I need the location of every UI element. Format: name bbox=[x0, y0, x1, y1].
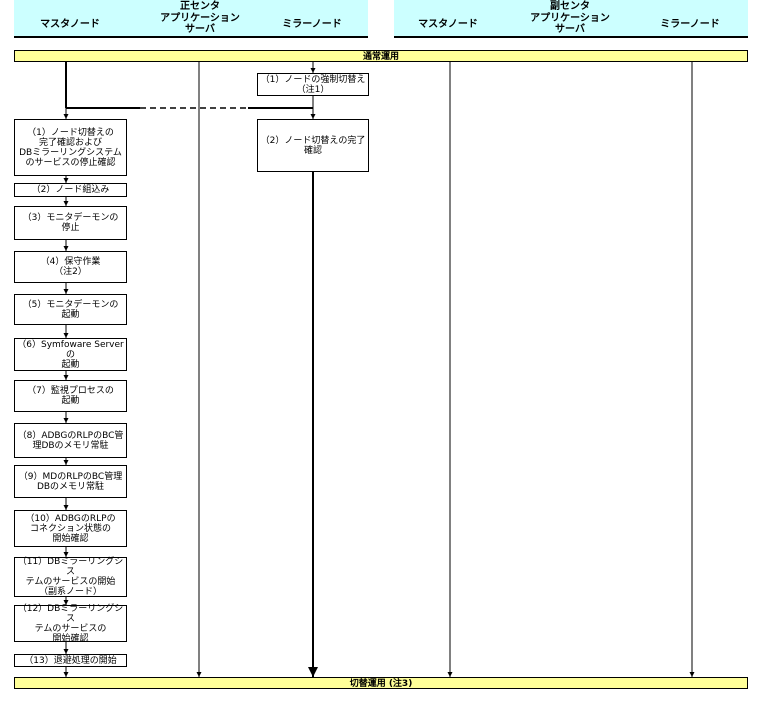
secondary-center-header-bg bbox=[394, 0, 748, 36]
secondary-master-node-label: マスタノード bbox=[418, 19, 478, 30]
mirror-step-2-box: （2）ノード切替えの完了 確認 bbox=[257, 119, 369, 172]
master-step-9-box: （9）MDのRLPのBC管理 DBのメモリ常駐 bbox=[14, 465, 127, 498]
secondary-center-title: 副センタ bbox=[550, 1, 590, 12]
primary-master-node-label: マスタノード bbox=[40, 19, 100, 30]
master-step-11-box: （11）DBミラーリングシス テムのサービスの開始 （副系ノード） bbox=[14, 557, 127, 597]
master-step-6-box: （6）Symfoware Serverの 起動 bbox=[14, 338, 127, 371]
secondary-app-server-label: アプリケーション サーバ bbox=[530, 13, 610, 35]
master-step-2-box: （2）ノード組込み bbox=[14, 183, 127, 197]
primary-app-server-label: アプリケーション サーバ bbox=[160, 13, 240, 35]
secondary-mirror-node-label: ミラーノード bbox=[660, 19, 720, 30]
master-step-4-box: （4）保守作業 （注2） bbox=[14, 251, 127, 283]
master-step-1-box: （1）ノード切替えの 完了確認および DBミラーリングシステム のサービスの停止… bbox=[14, 119, 127, 176]
master-step-5-box: （5）モニタデーモンの 起動 bbox=[14, 294, 127, 325]
master-step-3-box: （3）モニタデーモンの 停止 bbox=[14, 206, 127, 240]
primary-mirror-node-label: ミラーノード bbox=[282, 19, 342, 30]
master-step-13-box: （13）退避処理の開始 bbox=[14, 654, 127, 667]
master-step-10-box: （10）ADBGのRLPの コネクション状態の 開始確認 bbox=[14, 510, 127, 547]
mirror-step-1-box: （1）ノードの強制切替え （注1） bbox=[257, 73, 369, 96]
normal-operation-band: 通常運用 bbox=[14, 50, 748, 62]
master-step-12-box: （12）DBミラーリングシス テムのサービスの 開始確認 bbox=[14, 604, 127, 644]
primary-header-rule bbox=[14, 36, 368, 38]
secondary-header-rule bbox=[394, 36, 748, 38]
switched-operation-band: 切替運用 (注3) bbox=[14, 677, 748, 689]
primary-center-header-bg bbox=[14, 0, 368, 36]
master-step-7-box: （7）監視プロセスの 起動 bbox=[14, 380, 127, 412]
master-step-8-box: （8）ADBGのRLPのBC管 理DBのメモリ常駐 bbox=[14, 423, 127, 458]
primary-center-title: 正センタ bbox=[180, 1, 220, 12]
